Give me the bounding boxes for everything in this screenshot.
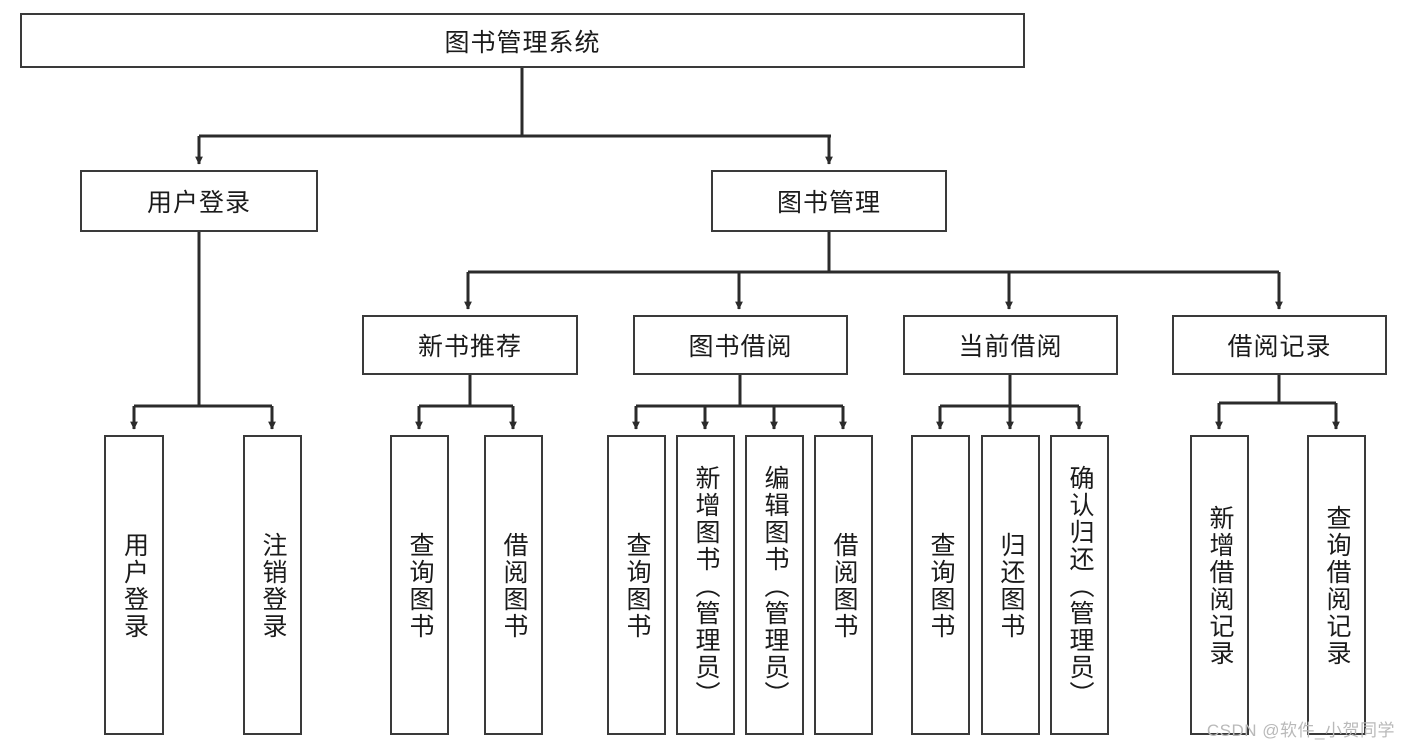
node-book-borrow-label: 图书借阅: [688, 333, 793, 361]
leaf-logout-label: 注销登录: [259, 532, 287, 640]
leaf-add-borrow-record[interactable]: 新增借阅记录: [1190, 435, 1249, 735]
node-current-borrow-label: 当前借阅: [958, 333, 1063, 361]
leaf-query-books-current-label: 查询图书: [927, 532, 955, 640]
leaf-query-borrow-record-label: 查询借阅记录: [1323, 505, 1351, 667]
watermark: CSDN @软件_小贺同学: [1206, 721, 1395, 740]
node-book-management[interactable]: 图书管理: [711, 170, 947, 232]
leaf-add-book-admin[interactable]: 新增图书（管理员）: [676, 435, 735, 735]
leaf-user-login-label: 用户登录: [120, 532, 149, 640]
node-new-book-recommendation-label: 新书推荐: [417, 333, 522, 361]
leaf-query-books-borrow-label: 查询图书: [623, 532, 651, 640]
node-current-borrow[interactable]: 当前借阅: [903, 315, 1118, 375]
node-new-book-recommendation[interactable]: 新书推荐: [362, 315, 578, 375]
leaf-edit-book-admin-label: 编辑图书（管理员）: [761, 464, 789, 708]
leaf-edit-book-admin[interactable]: 编辑图书（管理员）: [745, 435, 804, 735]
leaf-borrow-books-rec[interactable]: 借阅图书: [484, 435, 543, 735]
leaf-query-books-borrow[interactable]: 查询图书: [607, 435, 666, 735]
node-book-management-label: 图书管理: [776, 189, 881, 217]
node-borrow-records-label: 借阅记录: [1227, 333, 1332, 361]
leaf-return-books-label: 归还图书: [997, 532, 1025, 640]
node-user-login[interactable]: 用户登录: [80, 170, 318, 232]
node-root-label: 图书管理系统: [444, 28, 601, 57]
leaf-query-borrow-record[interactable]: 查询借阅记录: [1307, 435, 1366, 735]
leaf-add-book-admin-label: 新增图书（管理员）: [692, 464, 720, 708]
node-borrow-records[interactable]: 借阅记录: [1172, 315, 1387, 375]
leaf-borrow-books-rec-label: 借阅图书: [500, 532, 528, 640]
leaf-query-books-rec[interactable]: 查询图书: [390, 435, 449, 735]
leaf-confirm-return-admin-label: 确认归还（管理员）: [1066, 464, 1094, 708]
leaf-query-books-current[interactable]: 查询图书: [911, 435, 970, 735]
leaf-logout[interactable]: 注销登录: [243, 435, 302, 735]
node-user-login-label: 用户登录: [146, 189, 251, 217]
leaf-add-borrow-record-label: 新增借阅记录: [1206, 505, 1234, 667]
leaf-user-login[interactable]: 用户登录: [104, 435, 164, 735]
leaf-confirm-return-admin[interactable]: 确认归还（管理员）: [1050, 435, 1109, 735]
leaf-borrow-books[interactable]: 借阅图书: [814, 435, 873, 735]
node-book-borrow[interactable]: 图书借阅: [633, 315, 848, 375]
node-root[interactable]: 图书管理系统: [20, 13, 1025, 68]
leaf-return-books[interactable]: 归还图书: [981, 435, 1040, 735]
leaf-borrow-books-label: 借阅图书: [830, 532, 858, 640]
leaf-query-books-rec-label: 查询图书: [406, 532, 434, 640]
